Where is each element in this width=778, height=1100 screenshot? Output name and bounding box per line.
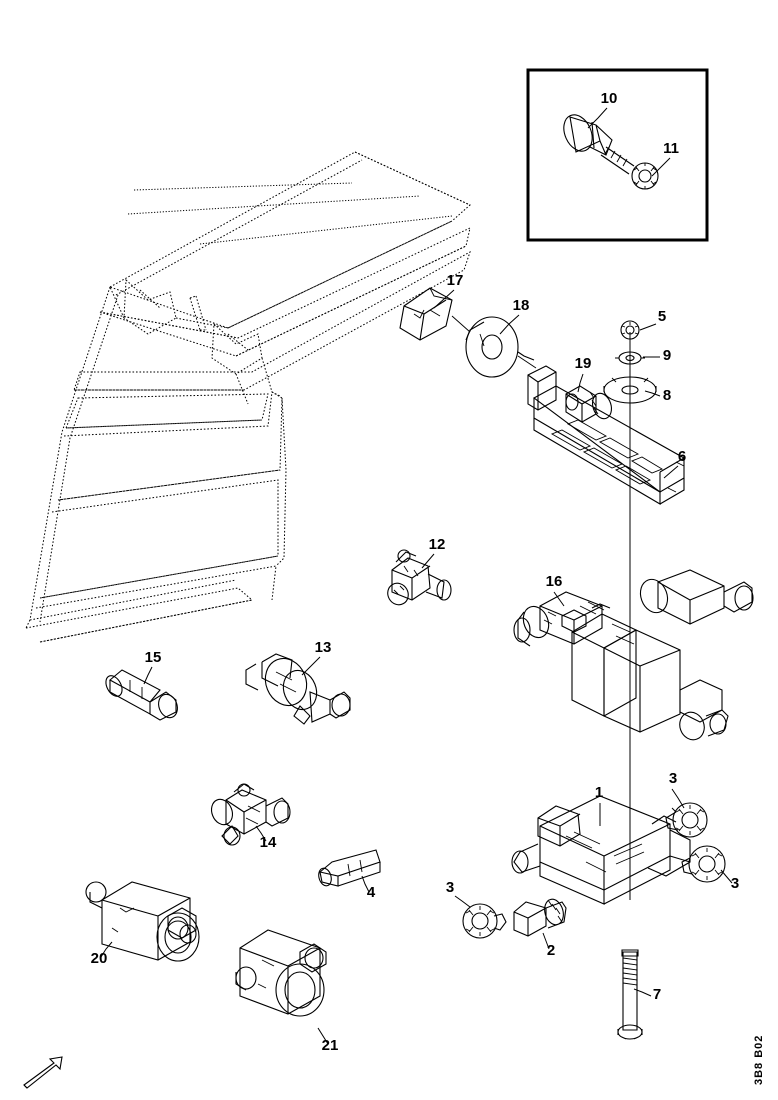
part-13-valve-assembly [245,653,351,725]
leader-18 [499,314,520,335]
part-3b-nut [681,845,726,883]
part-6-mounting-rail [527,365,685,505]
leader-3a [671,788,685,809]
connector-18-bracket [517,355,537,369]
callout-5: 5 [658,308,666,325]
leader-15 [143,666,153,685]
part-19-fitting [565,385,613,423]
leader-16 [553,591,565,607]
callout-12: 12 [429,536,446,553]
part-4-pin [318,849,381,887]
leader-3b [720,869,733,884]
callout-19: 19 [575,355,592,372]
sheet-corner-code: 3B8 B02 [753,1035,765,1085]
callout-15: 15 [145,649,162,666]
callout-7: 7 [653,986,661,1003]
connector-17-18 [451,315,471,333]
part-16-manifold [513,569,754,741]
part-15-connector [105,669,178,721]
part-12-valve [387,549,452,606]
callout-21: 21 [322,1037,339,1054]
part-14-valve [210,783,291,846]
callout-8: 8 [663,387,671,404]
part-18-disc [465,316,535,378]
detail-inset [526,68,709,242]
inset-bolt-assembly [563,114,659,190]
callout-20: 20 [91,950,108,967]
callout-3a: 3 [669,770,677,787]
callout-1: 1 [595,784,603,801]
leader-10 [587,107,608,129]
leader-13 [301,656,321,676]
callout-17: 17 [447,272,464,289]
leader-7 [633,988,652,997]
callout-2: 2 [547,942,555,959]
inset-callout-11: 11 [663,140,679,157]
part-2-plug [513,898,567,937]
callout-9: 9 [663,347,671,364]
part-3c-nut [462,903,507,939]
leader-11 [651,157,671,177]
leader-14 [255,825,267,842]
part-17-bracket [399,287,453,341]
part-1-valve-body [511,795,691,905]
part-20-housing [85,881,200,962]
leader-17 [433,289,455,309]
leader-8 [644,390,661,397]
part-21-housing [235,929,327,1017]
leader-20 [100,941,113,958]
callout-13: 13 [315,639,332,656]
callout-16: 16 [546,573,563,590]
callout-14: 14 [260,834,277,851]
callout-3c: 3 [446,879,454,896]
leader-6 [663,465,679,479]
inset-callout-10: 10 [601,90,618,107]
orientation-arrow [23,1056,63,1089]
leader-5 [639,323,657,331]
callout-3b: 3 [731,875,739,892]
leader-21 [317,1027,329,1045]
leader-19 [577,373,584,393]
leader-4 [361,875,370,893]
callout-18: 18 [513,297,530,314]
inset-callout-labels: 10 11 [601,90,679,157]
leader-12 [421,553,435,569]
ghost-frame-structure [25,151,471,643]
callout-4: 4 [367,884,376,901]
leader-lines [100,289,733,1045]
part-7-long-bolt [617,949,643,1040]
part-3a-nut [665,802,708,838]
leader-3c [454,895,471,908]
callout-6: 6 [678,448,686,465]
leader-2 [542,932,550,950]
